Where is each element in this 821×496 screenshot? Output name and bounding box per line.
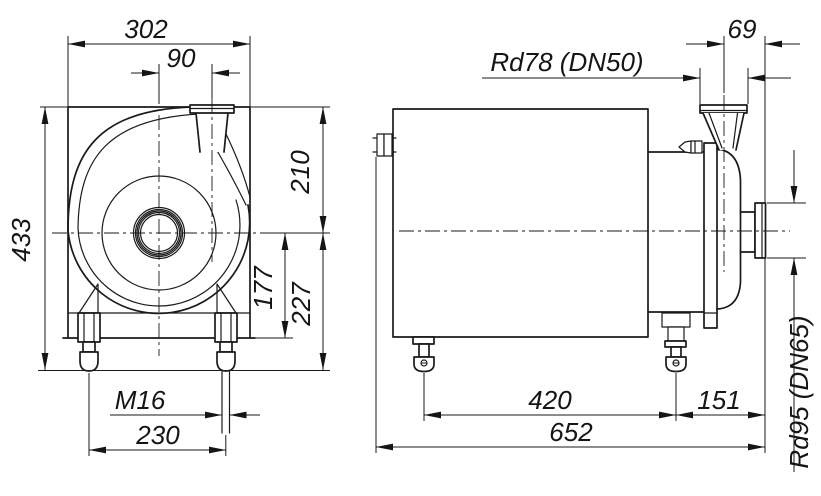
right-gusset (216, 283, 237, 314)
left-gusset (78, 283, 99, 314)
front-dimension-labels: 302 90 433 210 177 227 M16 230 (6, 14, 316, 450)
volute-profile-top (716, 148, 742, 213)
dim-foot-to-inlet-label: 151 (697, 385, 740, 415)
discharge-flange-side (699, 104, 748, 114)
front-extension-lines (38, 36, 330, 456)
dim-outlet-connection-label: Rd78 (DN50) (490, 47, 643, 77)
discharge-neck-side-left (702, 112, 720, 151)
side-object-lines (372, 104, 767, 373)
suction-flange (754, 202, 767, 259)
dim-outlet-to-inlet-label: 69 (728, 14, 757, 44)
suction-neck (739, 211, 756, 253)
discharge-neck-side-right (735, 112, 745, 151)
side-extension-lines (375, 36, 806, 453)
dim-axis-to-base-label: 177 (248, 265, 278, 310)
dim-inlet-connection-label: Rd95 (DN65) (784, 315, 814, 468)
dim-outlet-height-label: 210 (285, 150, 315, 195)
dim-overall-width-label: 302 (124, 14, 168, 44)
side-dimension-labels: 69 Rd78 (DN50) 420 151 652 Rd95 (DN65) (490, 14, 814, 469)
discharge-channel-wall-2 (225, 133, 251, 198)
front-centerlines (52, 98, 268, 356)
rear-foot-bracket (661, 312, 691, 328)
dim-foot-spacing-side-label: 420 (528, 385, 572, 415)
dim-foot-spacing-front-label: 230 (135, 420, 180, 450)
dim-foot-thread-label: M16 (115, 385, 166, 415)
dim-overall-length-label: 652 (549, 417, 593, 447)
front-view: 302 90 433 210 177 227 M16 230 (6, 14, 330, 456)
volute-outer-wall (67, 106, 251, 315)
discharge-neck-left (195, 112, 201, 153)
side-left-foot (412, 336, 435, 373)
dim-overall-height-label: 433 (6, 218, 36, 262)
front-right-foot (214, 312, 238, 434)
volute-inner-wall (77, 113, 241, 307)
vent-plug (678, 140, 703, 154)
motor-body (392, 108, 649, 338)
dim-axis-to-floor-label: 227 (286, 281, 316, 327)
casing-backplate (703, 142, 718, 329)
discharge-neck-right (223, 112, 229, 153)
side-dimension-lines (376, 40, 800, 472)
side-centerlines (399, 95, 790, 272)
side-view: 69 Rd78 (DN50) 420 151 652 Rd95 (DN65) (372, 14, 814, 472)
front-left-foot (77, 312, 101, 372)
volute-profile-bottom (716, 251, 742, 310)
motor-left-fitting (372, 133, 397, 157)
side-right-foot (664, 340, 687, 373)
dim-outlet-offset-label: 90 (167, 43, 196, 73)
front-dimension-lines (41, 40, 327, 454)
